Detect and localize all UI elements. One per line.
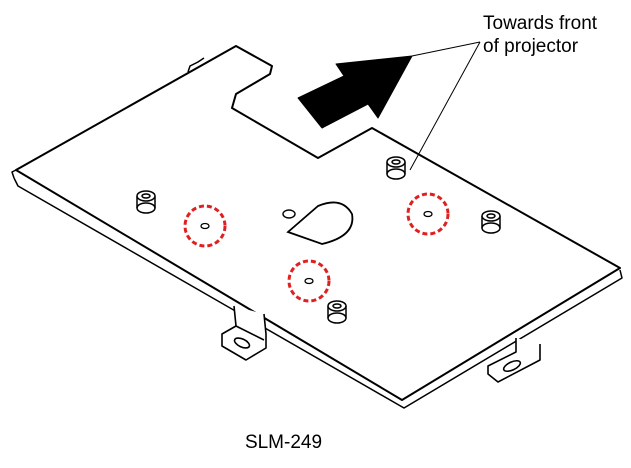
standoff-post: [136, 190, 156, 214]
center-cutout: [286, 201, 354, 245]
callout-line-2: of projector: [483, 36, 579, 57]
plate-rear-flange: [187, 57, 205, 73]
mount-point-marker: [287, 259, 331, 303]
callout-label: Towards front of projector: [483, 12, 597, 58]
mount-point-markers: [183, 192, 450, 303]
mount-holes: [200, 210, 433, 285]
arrow-up-right-icon: [297, 55, 413, 129]
mount-point-marker: [406, 192, 450, 236]
callout-leader: [409, 41, 481, 171]
mounting-tab-right: [487, 338, 541, 383]
standoff-post: [327, 300, 347, 324]
mounting-tab-left: [221, 305, 267, 361]
figure-caption: SLM-249: [0, 432, 631, 454]
center-small-hole: [282, 209, 296, 219]
standoff-post: [481, 210, 501, 234]
standoff-post: [386, 156, 406, 180]
standoff-posts: [136, 156, 501, 324]
plate-edge: [11, 169, 623, 409]
model-number: SLM-249: [244, 432, 323, 453]
mount-point-marker: [183, 204, 227, 248]
callout-line-1: Towards front: [483, 13, 598, 34]
